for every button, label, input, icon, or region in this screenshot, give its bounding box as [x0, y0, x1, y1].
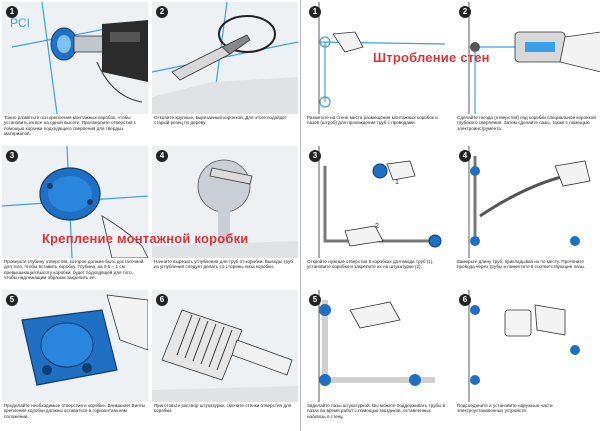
svg-text:2: 2 [375, 223, 379, 230]
wall-marking-illustration [305, 2, 451, 114]
right-instruction-sheet: 1 Разметьте на стене места размещения мо… [300, 0, 600, 431]
step-caption: Разметьте на стене места размещения монт… [307, 115, 438, 126]
step-caption: Подсоедините и установите наружные части… [457, 403, 553, 414]
recess-cutting-illustration [152, 146, 298, 258]
wall-chaser-illustration [455, 2, 600, 114]
left-step-5: 5 Проделайте необходимые отверстия в кор… [2, 290, 148, 431]
step-number-badge: 4 [459, 150, 471, 162]
step-number-badge: 4 [156, 150, 168, 162]
right-step-5-illustration: 5 [305, 290, 451, 402]
right-step-4-illustration: 4 [455, 146, 600, 258]
mounting-box-illustration [2, 146, 148, 258]
step-caption: Проверьте глубину отверстия, которое дол… [4, 259, 144, 281]
step-caption: Отколите крупные, вырезанный коронкой. Д… [154, 115, 287, 126]
conduit-fitting-illustration [455, 146, 600, 258]
left-step-1-illustration: PCI 1 [2, 2, 148, 114]
left-step-6: 6 Приготовьте раствор штукатурки, смочит… [152, 290, 298, 431]
left-step-6-illustration: 6 [152, 290, 298, 402]
drill-core-bit-illustration: PCI [2, 2, 148, 114]
right-step-3: 1 2 3 Откройте нужные отверстия в коробк… [305, 146, 451, 287]
step-number-badge: 3 [6, 150, 18, 162]
step-number-badge: 2 [459, 6, 471, 18]
right-overlay-title: Штробление стен [373, 50, 490, 65]
svg-text:1: 1 [395, 179, 399, 186]
handwritten-mark: PCI [10, 16, 30, 30]
right-step-1: 1 Разметьте на стене места размещения мо… [305, 2, 451, 143]
step-number-badge: 5 [309, 294, 321, 306]
step-number-badge: 6 [156, 294, 168, 306]
step-caption: Заделайте пазы штукатуркой. Вы можете по… [307, 403, 446, 419]
left-step-4: 4 Начните вырезать углубления для труб о… [152, 146, 298, 287]
left-overlay-title: Крепление монтажной коробки [42, 231, 249, 246]
right-step-1-illustration: 1 [305, 2, 451, 114]
step-caption: Откройте нужные отверстия в коробках для… [307, 259, 434, 270]
right-step-6-illustration: 6 [455, 290, 600, 402]
left-step-2-illustration: 2 [152, 2, 298, 114]
left-step-3-illustration: 3 [2, 146, 148, 258]
left-instruction-sheet: PCI 1 Точно разметьте оси крепления монт… [2, 2, 298, 431]
step-number-badge: 6 [459, 294, 471, 306]
left-step-4-illustration: 4 [152, 146, 298, 258]
brush-wetting-illustration [152, 290, 298, 402]
device-mounting-illustration [455, 290, 600, 402]
step-caption: Точно разметьте оси крепления монтажных … [4, 115, 137, 137]
right-step-2-illustration: 2 [455, 2, 600, 114]
marking-line [41, 2, 58, 114]
right-step-2: 2 Сделайте гнезда (отверстия) под коробк… [455, 2, 600, 143]
step-number-badge: 5 [6, 294, 18, 306]
right-step-5: 5 Заделайте пазы штукатуркой. Вы можете … [305, 290, 451, 431]
chisel-illustration [152, 2, 298, 114]
step-caption: Начните вырезать углубления для труб от … [154, 259, 294, 270]
box-knockouts-illustration [2, 290, 148, 402]
left-step-1: PCI 1 Точно разметьте оси крепления монт… [2, 2, 148, 143]
left-step-5-illustration: 5 [2, 290, 148, 402]
left-step-2: 2 Отколите крупные, вырезанный коронкой.… [152, 2, 298, 143]
step-caption: Сделайте гнезда (отверстия) под коробки … [457, 115, 596, 131]
step-number-badge: 2 [156, 6, 168, 18]
plastering-illustration [305, 290, 451, 402]
box-installation-illustration: 1 2 [305, 146, 451, 258]
step-number-badge: 1 [309, 6, 321, 18]
left-step-3: 3 Проверьте глубину отверстия, которое д… [2, 146, 148, 287]
step-number-badge: 1 [6, 6, 18, 18]
step-caption: Замерьте длину труб, прикладывая их по м… [457, 259, 586, 270]
step-caption: Приготовьте раствор штукатурки, смочите … [154, 403, 292, 414]
step-number-badge: 3 [309, 150, 321, 162]
right-step-4: 4 Замерьте длину труб, прикладывая их по… [455, 146, 600, 287]
right-step-3-illustration: 1 2 3 [305, 146, 451, 258]
step-caption: Проделайте необходимые отверстия в короб… [4, 403, 146, 419]
right-step-6: 6 Подсоедините и установите наружные час… [455, 290, 600, 431]
